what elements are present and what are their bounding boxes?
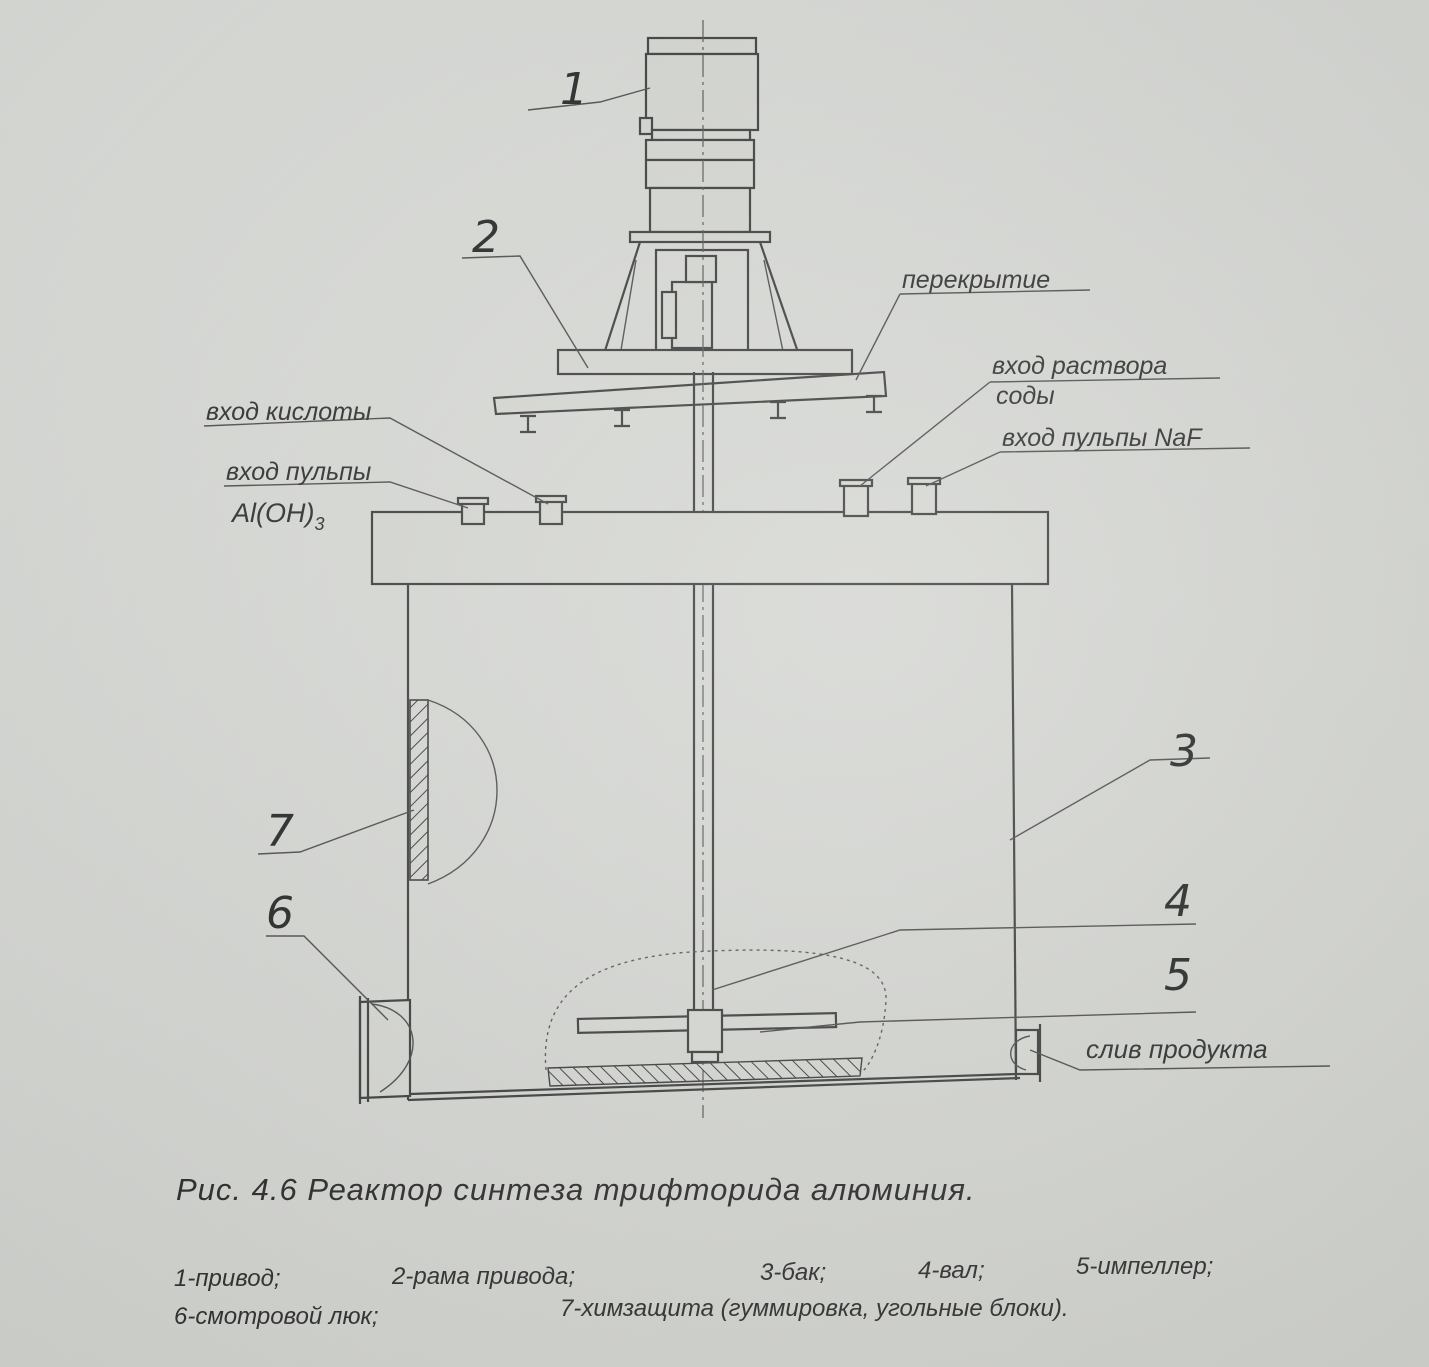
aloh-inlet-label-line2: Al(OH)3 (230, 498, 325, 534)
legend-item-3: 3-бак; (760, 1259, 826, 1286)
product-drain-label: слив продукта (1086, 1034, 1268, 1064)
product-drain (1010, 1024, 1042, 1082)
label-number-7: 7 (266, 806, 294, 857)
legend-item-4: 4-вал; (918, 1257, 985, 1284)
chemical-protection (409, 699, 498, 885)
drive-frame (556, 230, 854, 376)
floor-slab (492, 370, 888, 434)
tank-lid (370, 476, 1050, 586)
impeller (576, 1008, 838, 1064)
overlap-label: перекрытие (902, 266, 1050, 294)
soda-inlet-label-line2: соды (996, 382, 1055, 410)
legend-item-5: 5-импеллер; (1076, 1253, 1213, 1280)
leader-lines (203, 87, 1331, 1071)
shaft (692, 372, 715, 1022)
label-number-6: 6 (266, 888, 294, 939)
impeller-zone (544, 949, 887, 1087)
label-number-1: 1 (560, 64, 588, 115)
drive-motor (638, 36, 760, 234)
soda-inlet-label-line1: вход раствора (992, 352, 1167, 380)
legend-item-2: 2-рама привода; (391, 1263, 575, 1290)
legend-item-6: 6-смотровой люк; (174, 1303, 379, 1330)
legend-item-7: 7-химзащита (гуммировка, угольные блоки)… (560, 1295, 1069, 1322)
aloh-inlet-label-line1: вход пульпы (226, 458, 371, 486)
acid-inlet-label: вход кислоты (206, 398, 371, 426)
label-number-3: 3 (1170, 726, 1198, 777)
label-number-4: 4 (1164, 876, 1192, 927)
label-number-5: 5 (1164, 950, 1192, 1001)
naf-inlet-label: вход пульпы NaF (1002, 424, 1203, 452)
legend-item-1: 1-привод; (174, 1265, 281, 1292)
label-number-2: 2 (472, 212, 500, 263)
view-hatch (358, 996, 414, 1104)
figure-caption: Рис. 4.6 Реактор синтеза трифторида алюм… (176, 1172, 976, 1207)
